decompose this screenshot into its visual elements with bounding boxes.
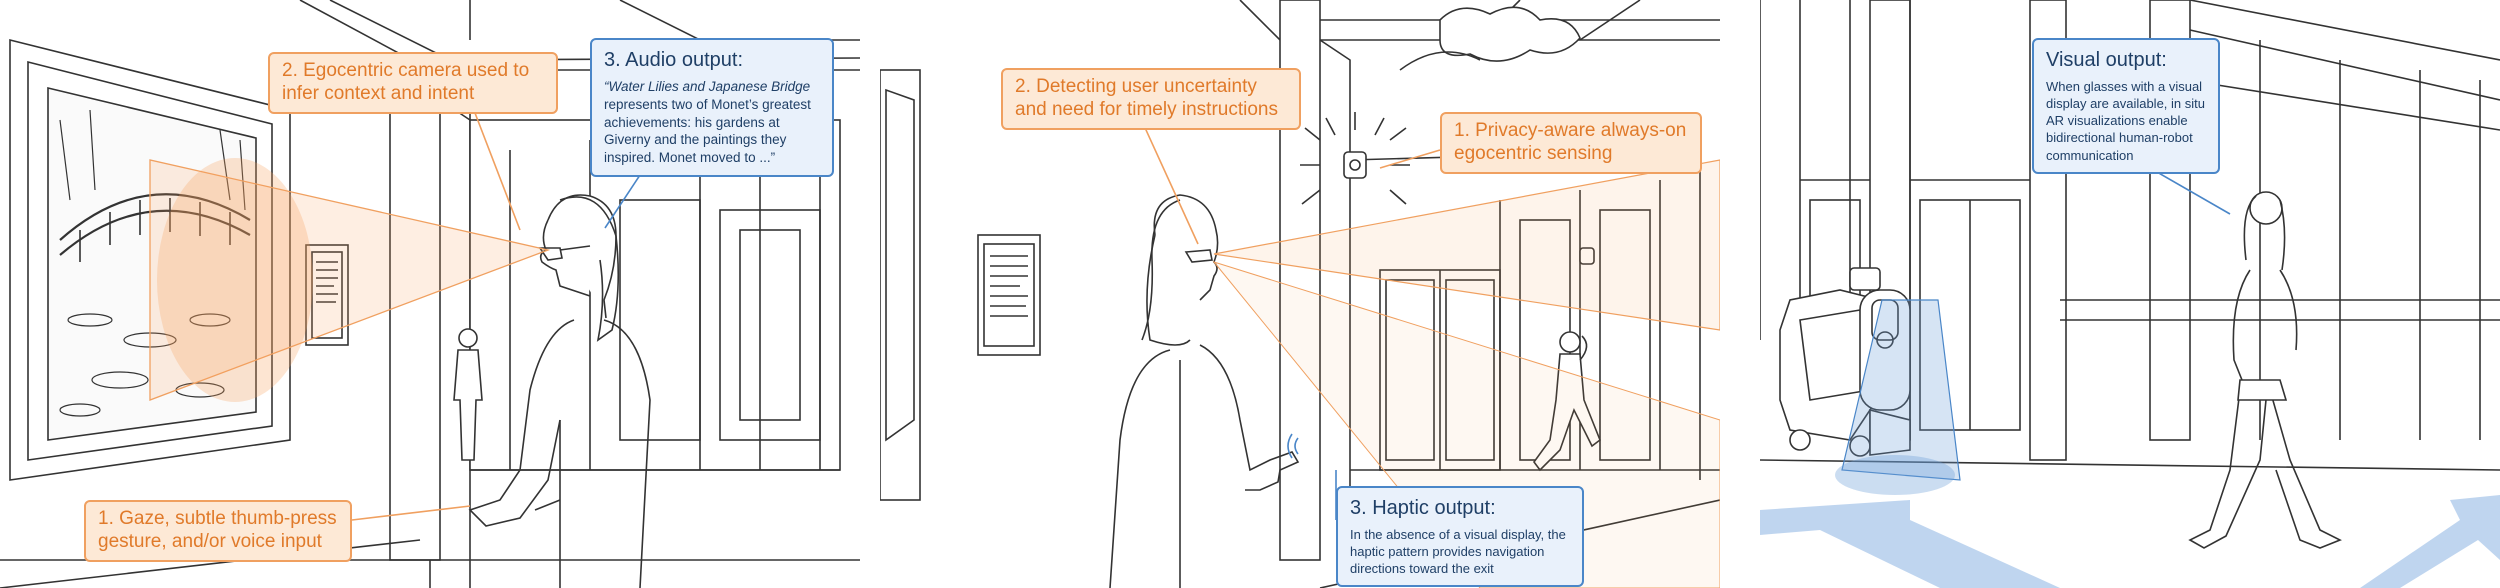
visual-output-body: When glasses with a visual display are a… (2046, 79, 2205, 163)
uncertainty-text: 2. Detecting user uncertainty and need f… (1015, 76, 1278, 120)
egocentric-camera-callout: 2. Egocentric camera used to infer conte… (268, 52, 558, 114)
navigation-arrow-icon (2360, 495, 2500, 588)
privacy-sensing-callout: 1. Privacy-aware always-on egocentric se… (1440, 112, 1702, 174)
visual-output-callout: Visual output: When glasses with a visua… (2032, 38, 2220, 174)
service-robot-icon (1779, 267, 1911, 457)
haptic-output-callout: 3. Haptic output: In the absence of a vi… (1336, 486, 1584, 588)
ar-path-icon (1760, 500, 2060, 588)
haptic-output-title: 3. Haptic output: (1350, 497, 1496, 519)
visual-output-title: Visual output: (2046, 49, 2167, 71)
audio-output-title: 3. Audio output: (604, 49, 744, 71)
panel-museum: 1. Gaze, subtle thumb-press gesture, and… (0, 0, 860, 588)
panel-evacuation: 2. Detecting user uncertainty and need f… (880, 0, 1720, 588)
gaze-input-text: 1. Gaze, subtle thumb-press gesture, and… (98, 508, 337, 552)
egocentric-camera-text: 2. Egocentric camera used to infer conte… (282, 60, 530, 104)
audio-output-body: “Water Lilies and Japanese Bridge repres… (604, 78, 820, 167)
panel-robot-ar: Visual output: When glasses with a visua… (1760, 0, 2500, 588)
gaze-input-callout: 1. Gaze, subtle thumb-press gesture, and… (84, 500, 352, 562)
audio-quote-rest: represents two of Monet’s greatest achie… (604, 96, 811, 166)
audio-quote-italic: “Water Lilies and Japanese Bridge (604, 79, 811, 94)
haptic-output-body: In the absence of a visual display, the … (1350, 527, 1566, 577)
smoke-cloud-icon (1439, 6, 1581, 62)
privacy-sensing-text: 1. Privacy-aware always-on egocentric se… (1454, 120, 1687, 164)
museum-illustration (0, 0, 860, 588)
fire-alarm-icon (1300, 112, 1410, 205)
uncertainty-callout: 2. Detecting user uncertainty and need f… (1001, 68, 1301, 130)
audio-output-callout: 3. Audio output: “Water Lilies and Japan… (590, 38, 834, 178)
